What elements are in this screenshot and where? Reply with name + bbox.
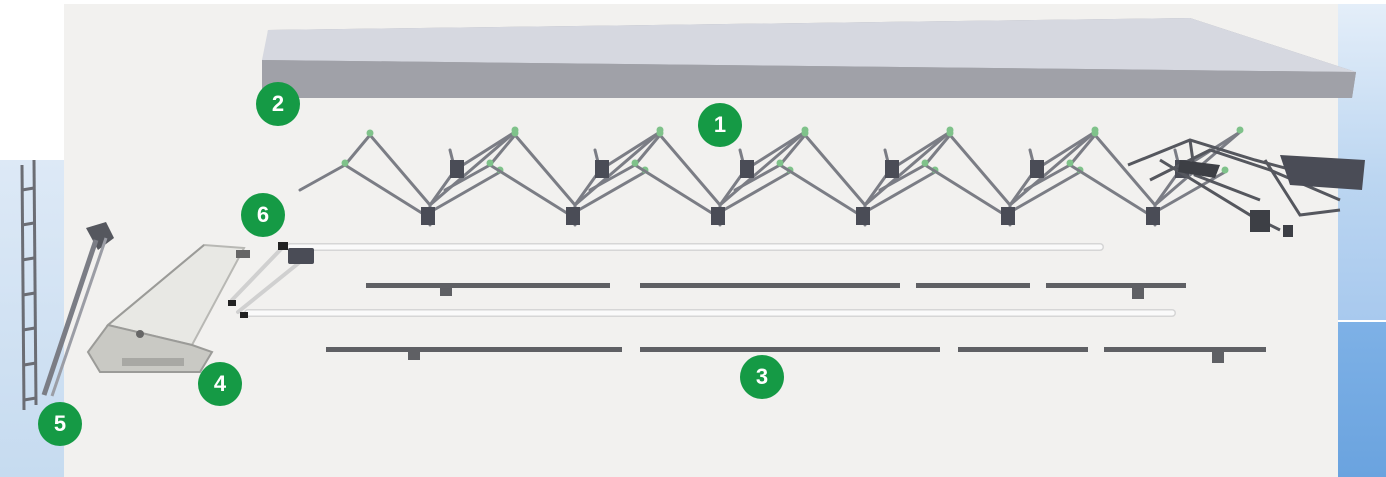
right-panel-lower (1338, 322, 1386, 477)
cover-panel (262, 18, 1356, 98)
rail-segment-7 (958, 347, 1088, 352)
rail-segment-5 (326, 347, 622, 352)
callout-3: 3 (740, 355, 784, 399)
drive-unit (86, 243, 250, 373)
rail-segment-6 (640, 347, 940, 352)
callout-6: 6 (241, 193, 285, 237)
rail-bracket-1 (440, 287, 452, 296)
rail-bracket-2 (1132, 287, 1144, 299)
frame-arch-4 (733, 126, 954, 227)
end-frame-unit (1127, 138, 1365, 237)
frame-arch-2 (443, 126, 664, 227)
callout-2: 2 (256, 82, 300, 126)
frame-arch-5 (878, 126, 1099, 227)
rail-segment-3 (916, 283, 1030, 288)
frame-arch-3 (588, 126, 809, 227)
callout-1: 1 (698, 103, 742, 147)
cable-tubes (228, 242, 1176, 318)
rail-segment-1 (366, 283, 610, 288)
callout-4: 4 (198, 362, 242, 406)
frame-arches (298, 126, 1244, 227)
rail-segment-2 (640, 283, 900, 288)
track-rails (326, 283, 1266, 363)
frame-arch-6 (1023, 126, 1244, 227)
rail-bracket-3 (408, 351, 420, 360)
rail-segment-4 (1046, 283, 1186, 288)
ladder (20, 159, 38, 411)
frame-arch-1 (298, 126, 519, 227)
rail-segment-8 (1104, 347, 1266, 352)
callout-5: 5 (38, 402, 82, 446)
support-arm (41, 222, 114, 397)
rail-bracket-4 (1212, 351, 1224, 363)
